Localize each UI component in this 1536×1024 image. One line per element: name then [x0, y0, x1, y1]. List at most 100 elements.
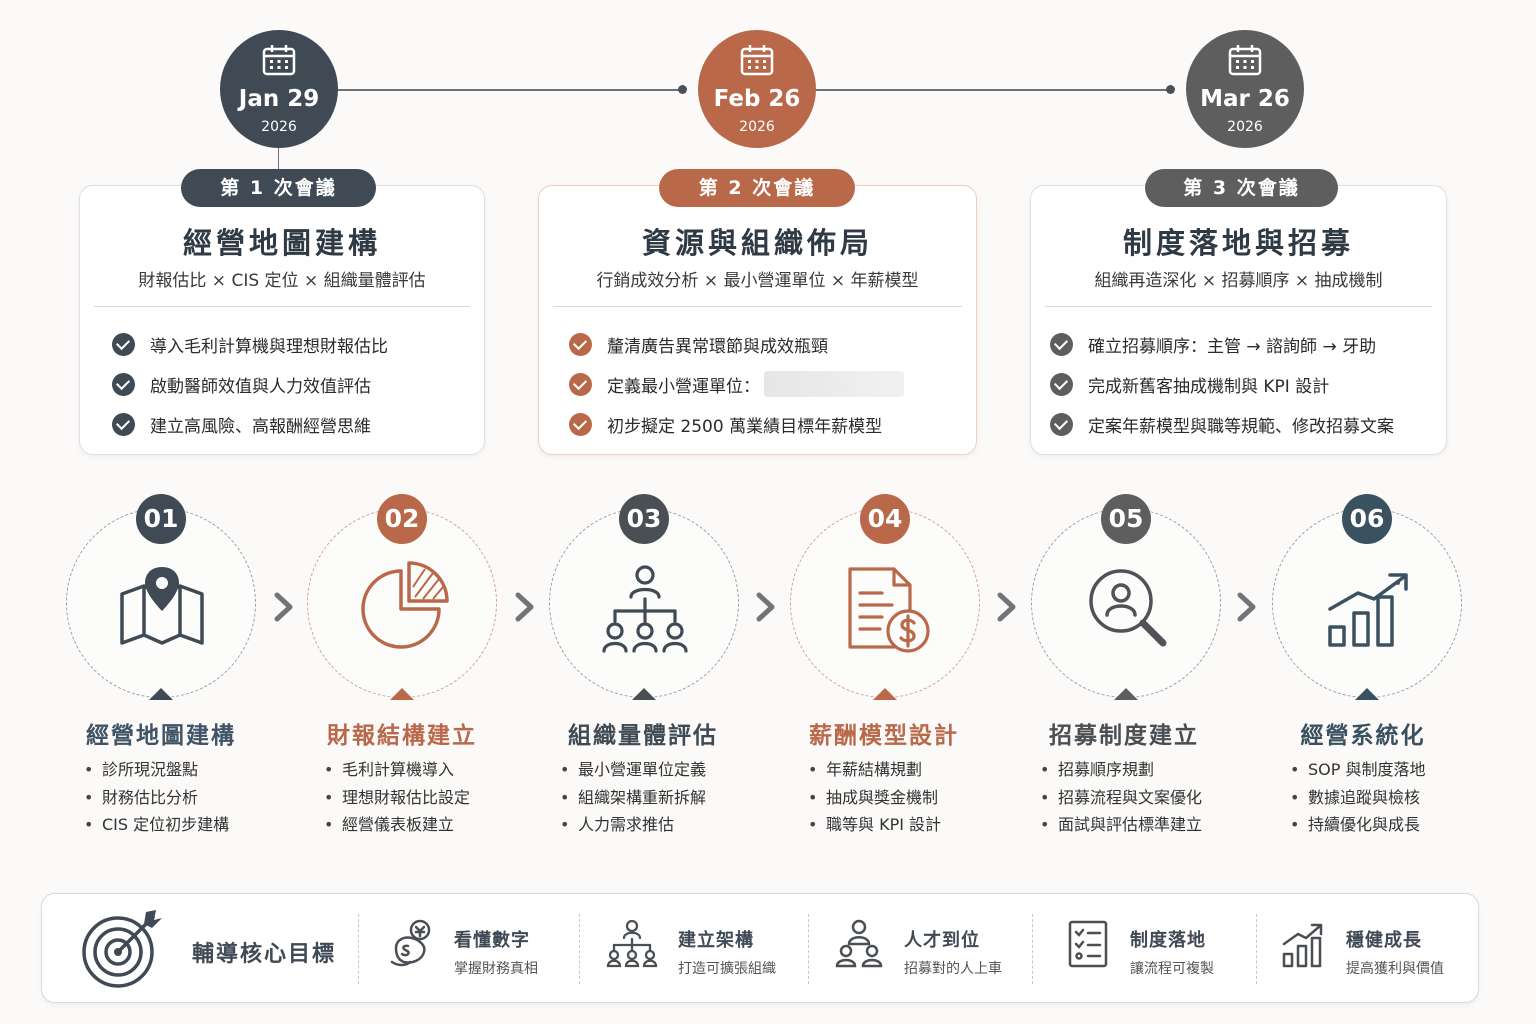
list-item: 持續優化與成長: [1290, 811, 1426, 839]
list-item-text: 啟動醫師效值與人力效值評估: [150, 376, 371, 397]
date-circle-1: Jan 29 2026: [220, 30, 338, 148]
list-item: 抽成與獎金機制: [808, 784, 941, 812]
list-item-text: 導入毛利計算機與理想財報估比: [150, 336, 388, 357]
step-pointer: [390, 688, 414, 700]
divider: [1032, 914, 1033, 984]
step-pointer: [632, 688, 656, 700]
map-pin-icon: [120, 567, 204, 645]
meeting-subtitle: 財報估比 × CIS 定位 × 組織量體評估: [138, 271, 426, 291]
check-icon: [112, 372, 135, 396]
step-number: 01: [136, 494, 186, 544]
step-list: 年薪結構規劃 抽成與獎金機制 職等與 KPI 設計: [808, 756, 941, 839]
step-title: 薪酬模型設計: [809, 723, 959, 749]
goal-subtitle: 掌握財務真相: [454, 961, 538, 977]
list-item: 招募順序規劃: [1040, 756, 1202, 784]
core-goals-bar: 輔導核心目標 看懂數字 掌握財務真相 建立架構: [41, 893, 1479, 1003]
money-bag-icon: [390, 919, 431, 967]
step-pointer: [1355, 688, 1379, 700]
step-number: 06: [1342, 494, 1392, 544]
chevron-right-icon: [756, 592, 775, 622]
list-item: 人力需求推估: [560, 811, 706, 839]
list-item: CIS 定位初步建構: [84, 811, 229, 839]
step-number: 05: [1101, 494, 1151, 544]
meeting-badge-2: 第 2 次會議: [659, 169, 855, 207]
date-year: 2026: [1227, 119, 1263, 135]
meeting-card-1: 經營地圖建構 財報估比 × CIS 定位 × 組織量體評估 導入毛利計算機與理想…: [79, 185, 485, 455]
chevron-right-icon: [1237, 592, 1256, 622]
date-label: Mar 26: [1200, 86, 1290, 112]
step-title: 經營系統化: [1300, 723, 1426, 749]
list-item: SOP 與制度落地: [1290, 756, 1426, 784]
divider: [358, 914, 359, 984]
check-icon: [1050, 332, 1073, 356]
meeting-subtitle: 組織再造深化 × 招募順序 × 抽成機制: [1094, 271, 1383, 291]
list-item: 診所現況盤點: [84, 756, 229, 784]
growth-chart-icon: [1282, 923, 1323, 968]
meeting-badge-3: 第 3 次會議: [1145, 169, 1338, 207]
date-label: Jan 29: [238, 86, 320, 112]
step-title: 財報結構建立: [327, 723, 477, 749]
list-item: 財務估比分析: [84, 784, 229, 812]
chevron-right-icon: [274, 592, 293, 622]
meeting-title: 資源與組織佈局: [641, 226, 873, 260]
target-icon: [82, 910, 162, 988]
pie-chart-icon: [361, 561, 449, 649]
meeting-title: 制度落地與招募: [1122, 226, 1354, 260]
step-pointer: [873, 688, 897, 700]
step-pointer: [1114, 688, 1138, 700]
meeting-badge-1: 第 1 次會議: [181, 169, 376, 207]
timeline-line-1: [337, 89, 682, 91]
list-item: 確立招募順序：主管 → 諮詢師 → 牙助: [1050, 324, 1394, 364]
check-icon: [112, 332, 135, 356]
org-chart-icon: [602, 565, 688, 653]
step-title: 招募制度建立: [1049, 723, 1199, 749]
growth-chart-icon: [1328, 573, 1408, 647]
date-circle-2: Feb 26 2026: [698, 30, 816, 148]
step-list: SOP 與制度落地 數據追蹤與檢核 持續優化與成長: [1290, 756, 1426, 839]
goal-title: 人才到位: [904, 930, 980, 951]
redacted-value: [764, 371, 904, 397]
people-icon: [835, 919, 883, 968]
meeting-title: 經營地圖建構: [182, 226, 381, 260]
checklist-icon: [1068, 920, 1108, 968]
step-pointer: [149, 688, 173, 700]
list-item: 建立高風險、高報酬經營思維: [112, 404, 388, 444]
divider: [94, 306, 470, 307]
timeline-dot: [1166, 85, 1175, 94]
goal-subtitle: 打造可擴張組織: [678, 961, 776, 977]
divider: [579, 914, 580, 984]
list-item: 數據追蹤與檢核: [1290, 784, 1426, 812]
list-item: 導入毛利計算機與理想財報估比: [112, 324, 388, 364]
list-item: 理想財報估比設定: [324, 784, 470, 812]
step-circle-01: [66, 508, 256, 698]
connector-line: [278, 148, 279, 170]
divider: [553, 306, 962, 307]
check-icon: [569, 412, 592, 436]
step-list: 毛利計算機導入 理想財報估比設定 經營儀表板建立: [324, 756, 470, 839]
list-item: 面試與評估標準建立: [1040, 811, 1202, 839]
list-item: 啟動醫師效值與人力效值評估: [112, 364, 388, 404]
step-number: 03: [619, 494, 669, 544]
chevron-right-icon: [515, 592, 534, 622]
goal-title: 穩健成長: [1346, 930, 1422, 951]
divider: [808, 914, 809, 984]
list-item: 年薪結構規劃: [808, 756, 941, 784]
date-year: 2026: [739, 119, 775, 135]
calendar-icon: [1228, 45, 1262, 76]
core-goals-label: 輔導核心目標: [192, 942, 337, 967]
goal-title: 制度落地: [1130, 930, 1206, 951]
goal-title: 看懂數字: [454, 930, 530, 951]
list-item-text: 初步擬定 2500 萬業績目標年薪模型: [607, 416, 883, 437]
list-item: 招募流程與文案優化: [1040, 784, 1202, 812]
search-person-icon: [1089, 569, 1167, 647]
document-dollar-icon: [848, 567, 930, 653]
step-title: 組織量體評估: [568, 723, 718, 749]
list-item: 定義最小營運單位：: [569, 364, 904, 404]
date-label: Feb 26: [713, 86, 801, 112]
calendar-icon: [262, 45, 296, 76]
list-item: 組織架構重新拆解: [560, 784, 706, 812]
goal-subtitle: 讓流程可複製: [1130, 961, 1214, 977]
divider: [1045, 306, 1432, 307]
step-number: 02: [377, 494, 427, 544]
timeline-dot: [678, 85, 687, 94]
